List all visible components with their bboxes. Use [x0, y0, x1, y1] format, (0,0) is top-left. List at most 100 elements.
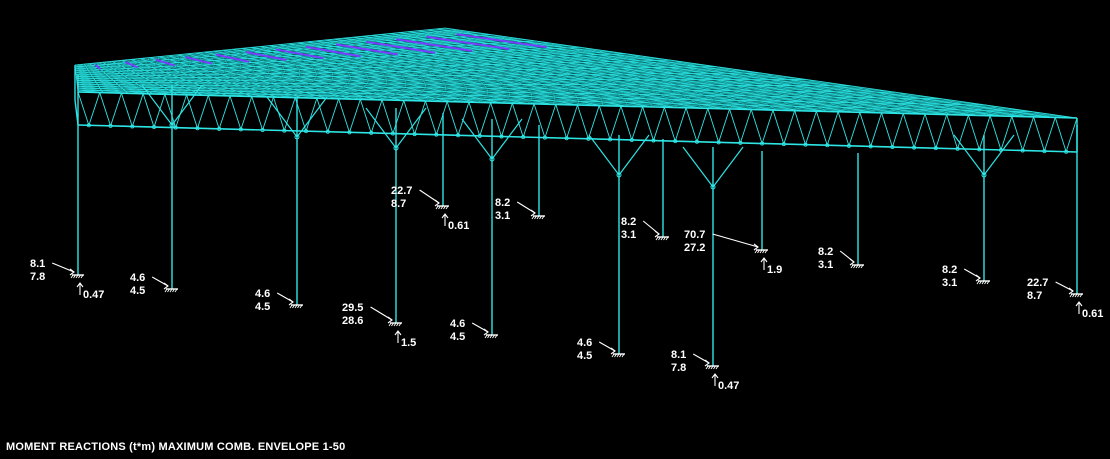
roof-diagonal: [441, 94, 484, 100]
node: [629, 137, 634, 142]
roof-diagonal: [137, 61, 156, 65]
roof-diagonal: [428, 54, 447, 61]
roof-diagonal: [536, 63, 557, 70]
roof-diagonal: [398, 32, 428, 40]
roof-diagonal: [466, 91, 510, 97]
roof-diagonal: [475, 70, 488, 76]
roof-diagonal: [486, 95, 531, 101]
support-hatch: [614, 353, 617, 358]
node: [173, 125, 178, 130]
roof-diagonal: [236, 73, 265, 78]
roof-diagonal: [117, 68, 127, 72]
reaction-value-mx: 8.1: [671, 349, 686, 361]
roof-diagonal: [134, 80, 150, 83]
roof-diagonal: [397, 49, 417, 56]
front-web-member: [642, 106, 654, 141]
roof-diagonal: [144, 64, 165, 67]
roof-diagonal: [220, 82, 232, 86]
support-hatch: [660, 236, 664, 241]
roof-diagonal: [75, 65, 86, 70]
roof-diagonal: [138, 82, 155, 86]
roof-diagonal: [896, 92, 921, 99]
roof-diagonal: [158, 56, 179, 60]
roof-diagonal: [589, 89, 597, 94]
front-web-member: [566, 104, 578, 139]
roof-diagonal: [259, 57, 266, 63]
roof-diagonal: [259, 79, 290, 84]
front-web-member: [1033, 116, 1045, 152]
roof-diagonal: [568, 88, 575, 94]
roof-diagonal: [379, 87, 385, 91]
support-hatch: [172, 288, 175, 293]
roof-diagonal: [542, 48, 571, 56]
roof-diagonal: [180, 71, 205, 75]
roof-diagonal: [466, 87, 510, 93]
roof-diagonal: [89, 69, 101, 73]
roof-diagonal: [918, 103, 937, 110]
roof-diagonal: [454, 52, 475, 60]
roof-diagonal: [492, 51, 516, 58]
roof-diagonal: [712, 90, 726, 96]
roof-diagonal: [250, 47, 263, 53]
roof-diagonal: [814, 91, 834, 98]
roof-diagonal: [343, 86, 380, 91]
roof-diagonal: [185, 65, 190, 70]
column-s5: [461, 118, 523, 335]
roof-diagonal: [267, 69, 270, 74]
node: [369, 130, 374, 135]
roof-diagonal: [88, 67, 99, 71]
roof-diagonal: [984, 110, 1003, 117]
node: [781, 142, 786, 147]
arrow-head: [849, 258, 855, 266]
roof-diagonal: [447, 65, 461, 71]
front-web-member: [446, 101, 459, 136]
arrow-head: [288, 298, 294, 306]
node: [390, 131, 395, 136]
front-web-member: [99, 92, 112, 127]
roof-diagonal: [452, 75, 460, 81]
reaction-value-my: 4.5: [577, 350, 592, 362]
roof-diagonal: [640, 60, 668, 68]
roof-diagonal: [193, 80, 205, 84]
reaction-value-mz: 1.9: [767, 264, 782, 276]
roof-diagonal: [204, 74, 231, 78]
reaction-value-my: 27.2: [684, 242, 705, 254]
purlin-segment: [155, 58, 176, 67]
roof-diagonal: [213, 64, 215, 69]
roof-diagonal: [919, 98, 942, 105]
support-hatch: [757, 249, 760, 254]
roof-diagonal: [895, 103, 913, 110]
arrow-head: [69, 268, 75, 276]
roof-diagonal: [179, 74, 189, 78]
roof-diagonal: [658, 73, 679, 80]
roof-diagonal: [936, 109, 953, 115]
roof-diagonal: [293, 55, 303, 61]
roof-diagonal: [222, 77, 231, 81]
roof-diagonal: [678, 79, 697, 86]
roof-diagonal: [463, 83, 467, 89]
roof-diagonal: [302, 83, 310, 87]
front-web-member: [240, 96, 253, 130]
front-web-member: [718, 108, 730, 143]
roof-diagonal: [277, 79, 310, 84]
roof-diagonal: [622, 98, 627, 103]
roof-diagonal: [566, 62, 589, 69]
roof-diagonal: [458, 36, 490, 44]
roof-diagonal: [417, 30, 449, 38]
roof-diagonal: [963, 104, 985, 111]
roof-diagonal: [521, 74, 533, 81]
roof-diagonal: [106, 64, 122, 67]
roof-diagonal: [151, 63, 157, 68]
support-hatch: [70, 274, 74, 279]
support-hatch: [663, 236, 666, 241]
fixed-support-icon: [611, 353, 625, 358]
roof-diagonal: [149, 89, 169, 92]
reaction-value-my: 7.8: [671, 362, 686, 374]
roof-diagonal: [199, 82, 213, 86]
roof-diagonal: [232, 49, 242, 55]
roof-diagonal: [386, 79, 426, 85]
roof-diagonal: [404, 79, 407, 84]
node: [347, 130, 352, 135]
roof-diagonal: [212, 79, 223, 84]
